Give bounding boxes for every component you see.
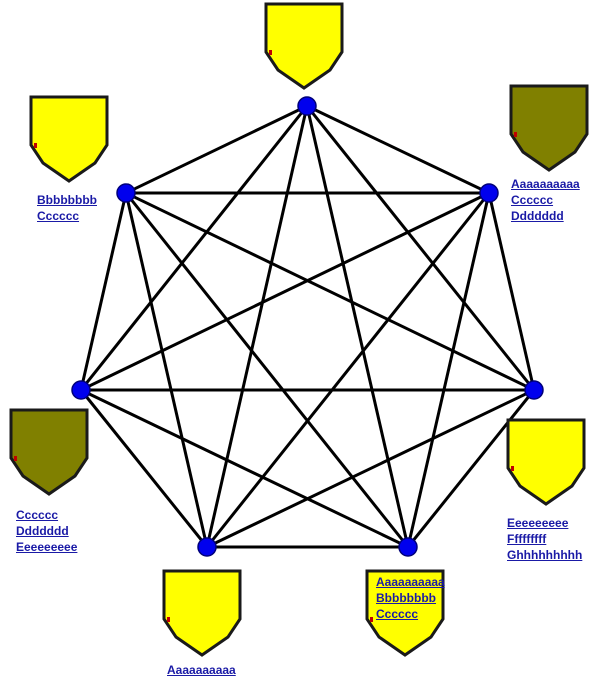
shield-icon	[506, 418, 586, 506]
node-label-link[interactable]: Cccccc	[37, 209, 80, 223]
shield-icon	[365, 569, 445, 657]
shield-icon	[264, 2, 344, 90]
shield-icon	[162, 569, 242, 657]
node-n5-labels: Aaaaaaaaaa	[167, 662, 236, 678]
node-label-link[interactable]: Bbbbbbbb	[376, 591, 436, 605]
edge-n4-n7	[124, 192, 410, 548]
node-n4-labels: Aaaaaaaaaa Bbbbbbbb Cccccc	[376, 574, 445, 622]
shield-icon	[509, 84, 589, 172]
node-n6-labels: Cccccc Ddddddd Eeeeeeeee	[16, 507, 77, 555]
edge-n3-n5	[206, 388, 535, 549]
node-label-link[interactable]: Aaaaaaaaaa	[167, 663, 236, 677]
node-n5[interactable]	[197, 537, 217, 557]
edge-n2-n5	[205, 192, 491, 548]
edges-layer	[79, 104, 536, 549]
edge-n3-n4	[406, 389, 536, 548]
edge-n2-n6	[80, 191, 490, 392]
node-label-link[interactable]: Cccccc	[16, 508, 59, 522]
node-n7[interactable]	[116, 183, 136, 203]
edge-n1-n6	[79, 105, 309, 391]
node-n1[interactable]	[297, 96, 317, 116]
node-label-link[interactable]: Eeeeeeeee	[16, 540, 78, 554]
edge-n6-n7	[79, 192, 128, 391]
node-label-link[interactable]: Eeeeeeeee	[507, 516, 569, 530]
node-label-link[interactable]: Fffffffff	[507, 532, 547, 546]
node-n2-labels: Aaaaaaaaaa Cccccc Ddddddd	[511, 176, 580, 224]
node-label-link[interactable]: Cccccc	[376, 607, 419, 621]
node-n6[interactable]	[71, 380, 91, 400]
node-label-link[interactable]: Cccccc	[511, 193, 554, 207]
edge-n2-n3	[487, 192, 536, 391]
edge-n1-n7	[125, 104, 308, 195]
edge-n1-n4	[305, 105, 410, 548]
node-n7-labels: Bbbbbbbb Cccccc	[37, 192, 97, 224]
node-label-link[interactable]: Bbbbbbbb	[37, 193, 97, 207]
shields-layer	[9, 2, 589, 657]
node-label-link[interactable]: Aaaaaaaaaa	[376, 575, 445, 589]
shield-icon	[9, 408, 89, 496]
edge-n1-n5	[205, 105, 309, 548]
edge-n1-n3	[305, 105, 536, 391]
edge-n4-n6	[80, 388, 409, 549]
nodes-layer	[71, 96, 544, 557]
node-label-link[interactable]: Ddddddd	[16, 524, 69, 538]
node-n2[interactable]	[479, 183, 499, 203]
edge-n5-n7	[124, 192, 209, 548]
node-label-link[interactable]: Aaaaaaaaaa	[511, 177, 580, 191]
node-label-link[interactable]: Ghhhhhhhhh	[507, 548, 583, 562]
node-n4[interactable]	[398, 537, 418, 557]
edge-n5-n6	[79, 389, 209, 548]
edge-n1-n2	[306, 104, 490, 195]
node-n3[interactable]	[524, 380, 544, 400]
edge-n3-n7	[125, 191, 535, 392]
node-n3-labels: Eeeeeeeee Fffffffff Ghhhhhhhhh	[507, 515, 582, 563]
edge-n2-n4	[406, 192, 491, 548]
shield-icon	[29, 95, 109, 183]
node-label-link[interactable]: Ddddddd	[511, 209, 564, 223]
